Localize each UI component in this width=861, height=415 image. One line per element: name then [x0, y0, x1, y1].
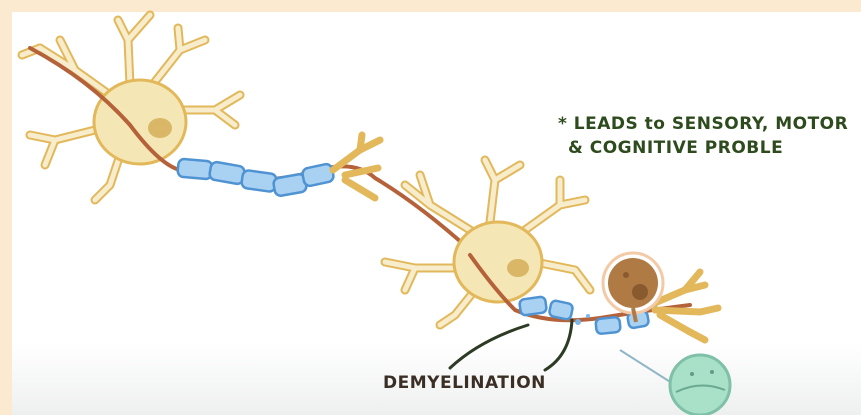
symptoms-note-line-1: * LEADS to SENSORY, MOTOR — [558, 114, 848, 134]
signal-path-1 — [30, 48, 470, 250]
symptoms-note: * LEADS to SENSORY, MOTOR & COGNITIVE PR… — [558, 112, 848, 160]
neuron-1-nucleus — [148, 118, 172, 138]
neuron-1-cell-body — [94, 80, 186, 164]
demyelination-label: DEMYELINATION — [383, 373, 546, 393]
neuron-2-nucleus — [507, 259, 529, 277]
demyelination-pointers — [450, 320, 572, 370]
symptoms-note-line-2: & COGNITIVE PROBLE — [558, 136, 848, 160]
magnifier-lens — [620, 350, 730, 415]
myelin-sheath-1 — [177, 159, 334, 197]
